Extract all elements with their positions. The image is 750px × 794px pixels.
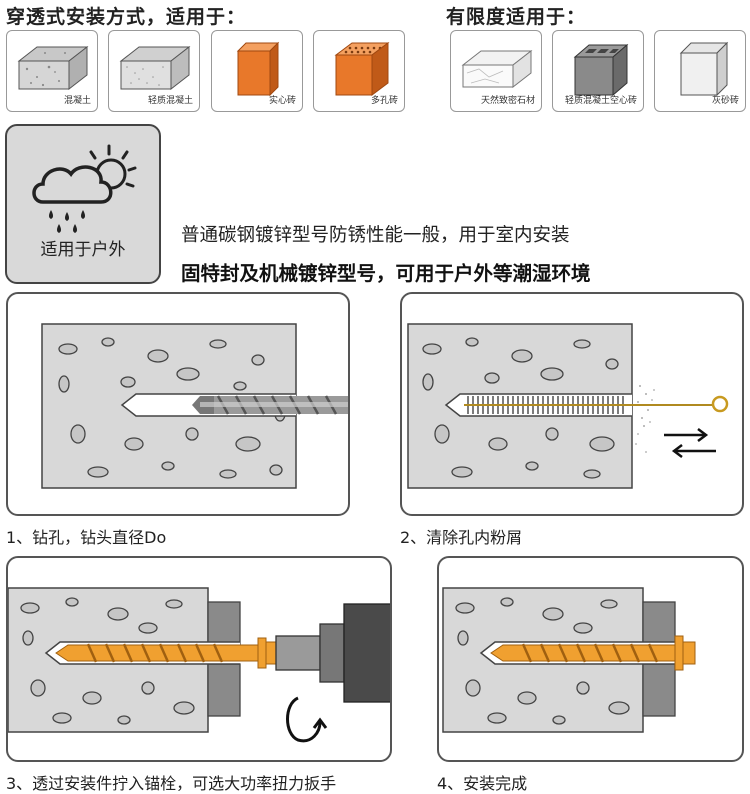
sand-lime-brick-icon xyxy=(679,41,729,97)
step-3-panel xyxy=(6,556,392,762)
material-label: 轻质混凝土 xyxy=(147,96,193,106)
material-card-natural-stone: 天然致密石材 xyxy=(450,30,542,112)
weather-icon xyxy=(32,144,137,233)
hollow-block-icon xyxy=(573,43,629,97)
note-outdoor: 固特封及机械镀锌型号，可用于户外等潮湿环境 xyxy=(181,262,591,285)
step-3-caption: 3、透过安装件拧入锚栓，可选大功率扭力扳手 xyxy=(6,774,337,793)
header-full-applicability: 穿透式安装方式，适用于： xyxy=(6,6,247,28)
material-label: 天然致密石材 xyxy=(480,96,535,106)
note-indoor: 普通碳钢镀锌型号防锈性能一般，用于室内安装 xyxy=(181,225,570,246)
lightweight-concrete-block-icon xyxy=(119,45,191,91)
step-1-panel xyxy=(6,292,350,516)
material-card-hollow-block: 轻质混凝土空心砖 xyxy=(552,30,644,112)
step-2-caption: 2、清除孔内粉屑 xyxy=(400,528,523,547)
material-card-perforated-brick: 多孔砖 xyxy=(313,30,405,112)
material-label: 轻质混凝土空心砖 xyxy=(564,96,637,106)
material-card-concrete: 混凝土 xyxy=(6,30,98,112)
header-limited-applicability: 有限度适用于： xyxy=(446,6,587,28)
material-label: 多孔砖 xyxy=(370,96,398,106)
concrete-block-icon xyxy=(17,45,89,91)
step-2-panel xyxy=(400,292,744,516)
material-card-solid-brick: 实心砖 xyxy=(211,30,303,112)
material-card-lightweight-concrete: 轻质混凝土 xyxy=(108,30,200,112)
installed-anchor-icon xyxy=(442,587,696,733)
impact-wrench-icon xyxy=(8,587,390,743)
material-label: 灰砂砖 xyxy=(711,96,739,106)
material-label: 混凝土 xyxy=(63,96,91,106)
outdoor-label: 适用于户外 xyxy=(40,240,126,260)
outdoor-badge: 适用于户外 xyxy=(5,124,161,284)
natural-stone-icon xyxy=(461,49,533,89)
material-label: 实心砖 xyxy=(268,96,296,106)
step-4-panel xyxy=(437,556,744,762)
drill-bit-icon xyxy=(41,323,348,489)
step-1-caption: 1、钻孔，钻头直径Do xyxy=(6,528,167,547)
material-card-sand-lime-brick: 灰砂砖 xyxy=(654,30,746,112)
cleaning-brush-icon xyxy=(407,323,729,489)
step-4-caption: 4、安装完成 xyxy=(437,774,528,793)
perforated-brick-icon xyxy=(334,42,390,96)
solid-brick-icon xyxy=(236,41,280,97)
